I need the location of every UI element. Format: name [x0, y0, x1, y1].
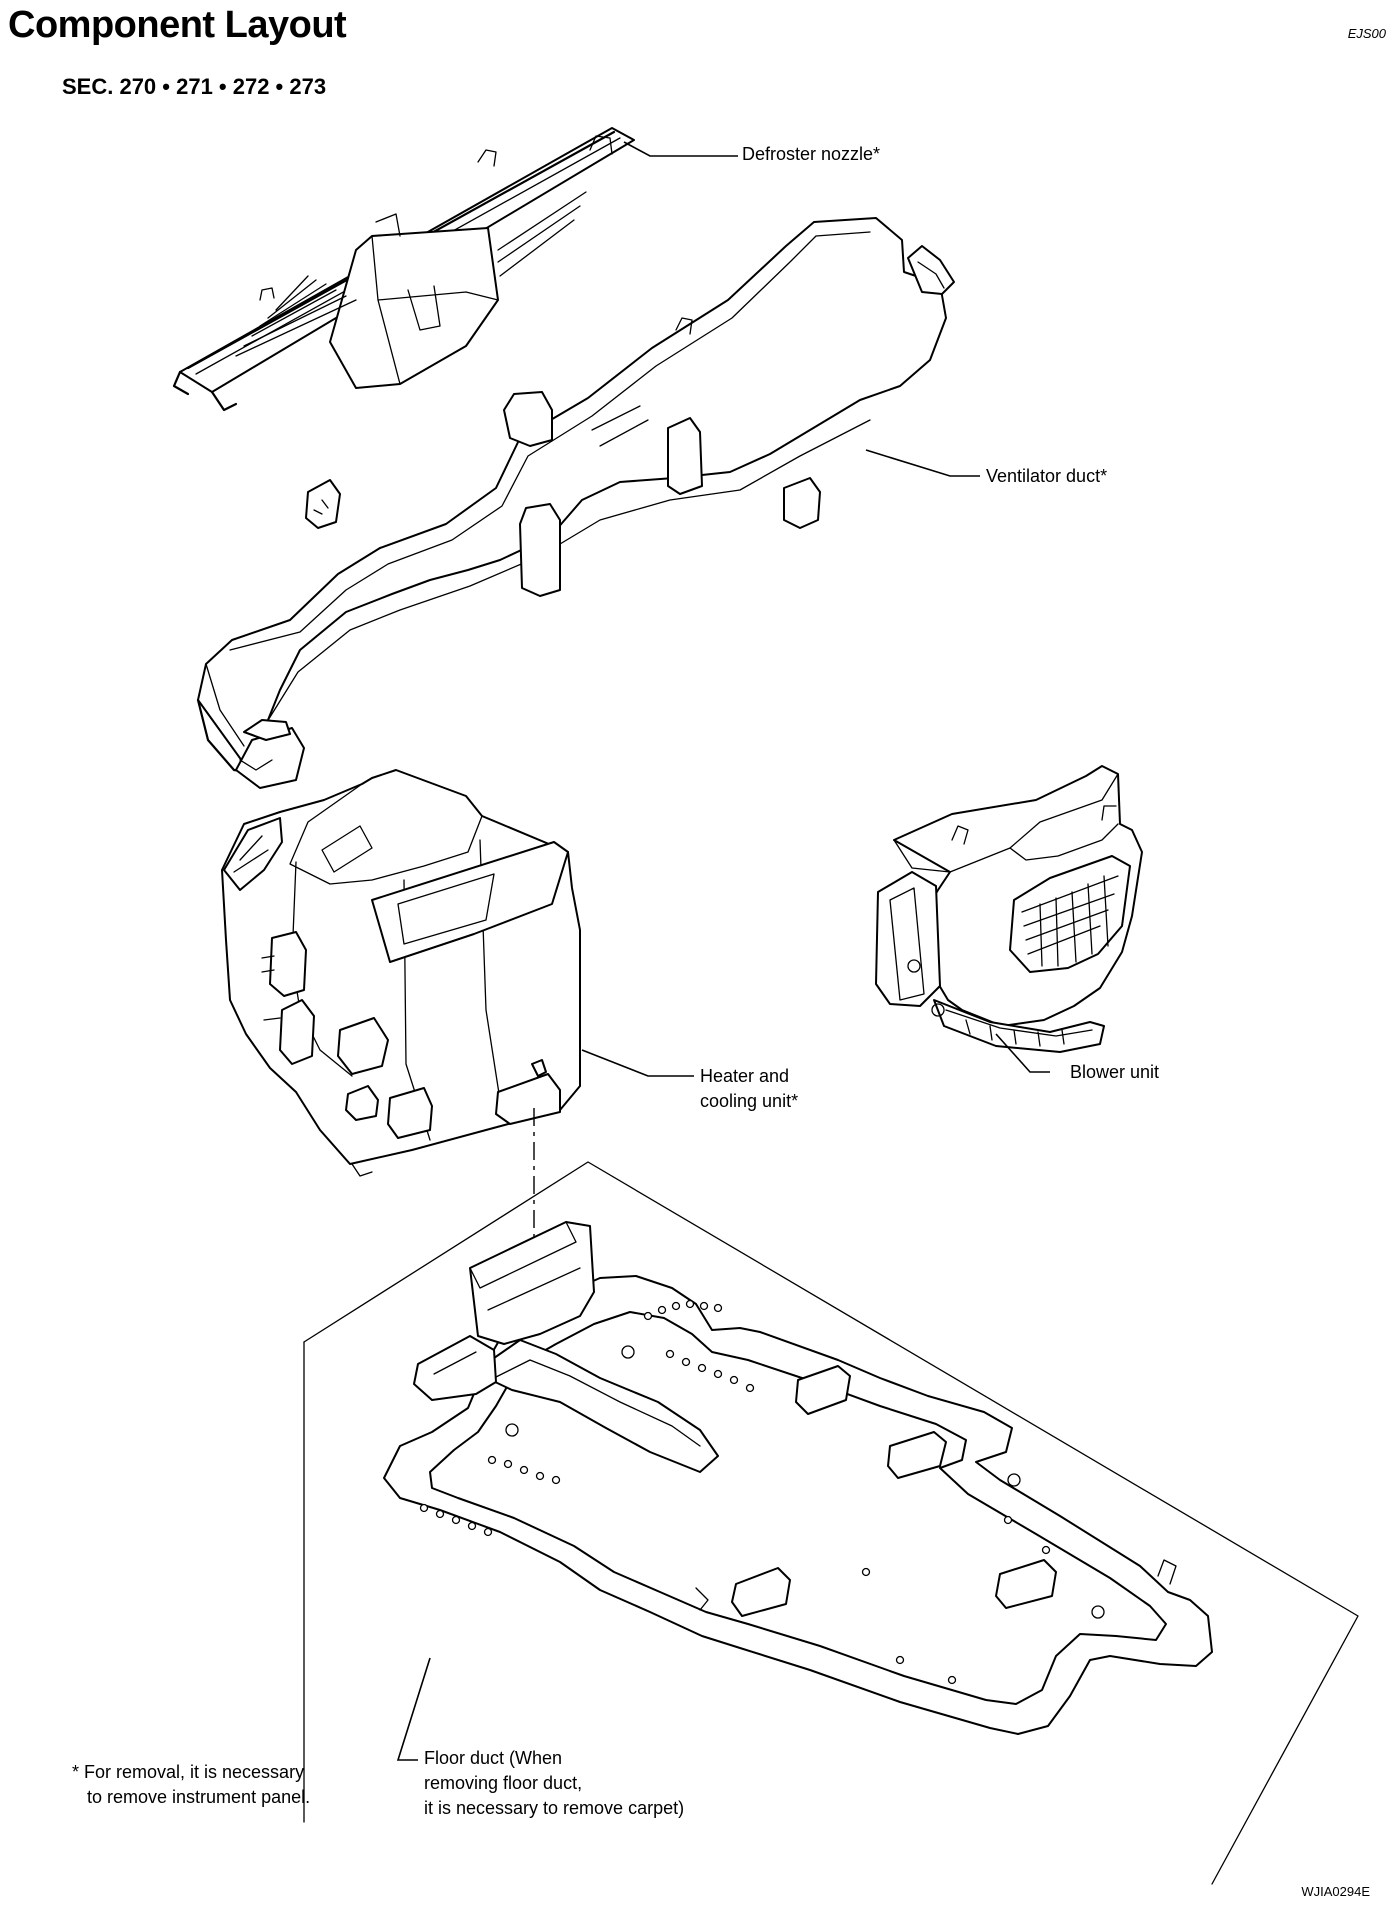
callout-floor-duct-line-3: it is necessary to remove carpet) [424, 1798, 685, 1818]
callout-ventilator-duct-line-1: Ventilator duct* [986, 466, 1108, 486]
footnote-line-2: to remove instrument panel. [87, 1787, 311, 1807]
footnote: * For removal, it is necessary to remove… [72, 1760, 310, 1810]
callout-floor-duct-line-1: Floor duct (When [424, 1748, 563, 1768]
page-title: Component Layout [8, 4, 347, 46]
defroster-leader-line [623, 141, 738, 157]
blower-unit-icon [875, 765, 1143, 1053]
heater-leader-line [581, 1049, 694, 1077]
footnote-line-1: * For removal, it is necessary [72, 1762, 305, 1782]
figure-id: WJIA0294E [1301, 1884, 1370, 1899]
heater-cooling-unit-icon [221, 769, 581, 1177]
floor-duct-icon [303, 1161, 1359, 1885]
reference-code: EJS00 [1347, 26, 1386, 41]
callout-floor-duct-line-2: removing floor duct, [424, 1773, 583, 1793]
defroster-nozzle-icon [172, 127, 635, 412]
ventilator-duct-icon [196, 217, 955, 789]
floor-duct-leader-line [396, 1657, 431, 1761]
callout-defroster-nozzle-line-1: Defroster nozzle* [742, 144, 881, 164]
callout-heater-cooling-unit-line-1: Heater and [700, 1066, 790, 1086]
callout-heater-cooling-unit: Heater and cooling unit* [700, 1064, 798, 1114]
callout-ventilator-duct: Ventilator duct* [986, 464, 1107, 489]
callout-defroster-nozzle: Defroster nozzle* [742, 142, 880, 167]
ventilator-leader-line [865, 449, 980, 477]
callout-heater-cooling-unit-line-2: cooling unit* [700, 1091, 799, 1111]
callout-blower-unit-line-1: Blower unit [1070, 1062, 1160, 1082]
section-reference: SEC. 270 • 271 • 272 • 273 [62, 74, 327, 99]
callout-blower-unit: Blower unit [1070, 1060, 1159, 1085]
callout-floor-duct: Floor duct (When removing floor duct, it… [424, 1746, 684, 1821]
blower-leader-line [995, 1033, 1050, 1073]
